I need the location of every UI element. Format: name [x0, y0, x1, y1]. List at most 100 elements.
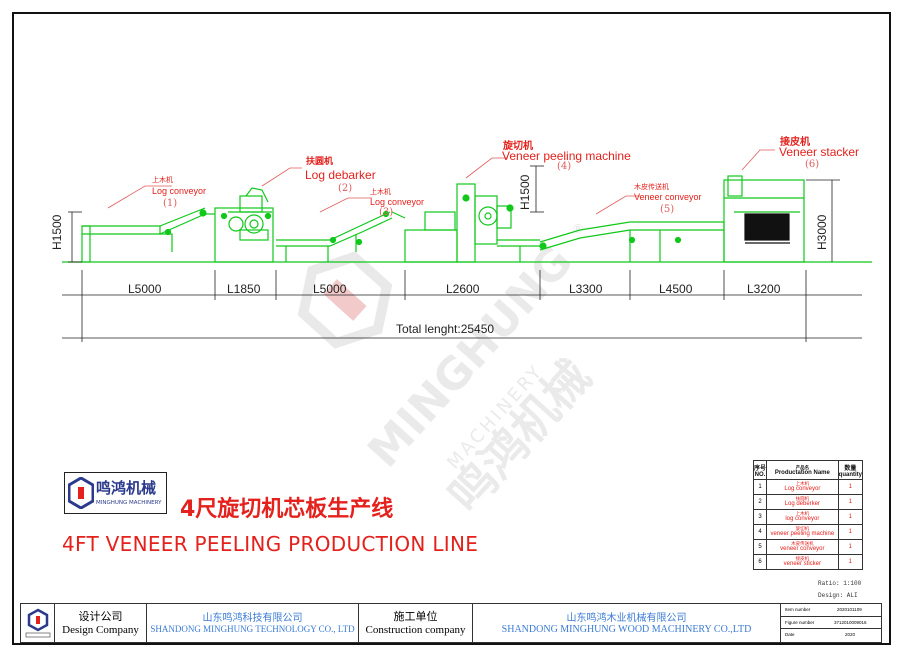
design-company-name-en: SHANDONG MINGHUNG TECHNOLOGY CO., LTD	[150, 624, 355, 634]
machine-veneer-peeling	[404, 183, 540, 263]
row-name-en: Log deberker	[784, 501, 821, 507]
label-veneer-conveyor-num: (5)	[660, 204, 675, 215]
label-log-debarker-en: Log debarker	[305, 168, 376, 182]
label-peeling-cn: 旋切机	[503, 141, 533, 152]
row-name-en: veneer sticker	[783, 561, 822, 567]
label-peeling-num: (4)	[557, 161, 572, 172]
title-cn: 4尺旋切机芯板生产线	[180, 497, 394, 522]
logo-name-cn: 鸣鸿机械	[96, 479, 157, 497]
construction-cn: 施工单位	[393, 611, 438, 623]
dim-l1850: L1850	[227, 282, 261, 296]
parts-header-name: 产品名 Productation Name	[766, 460, 839, 480]
label-veneer-conveyor-en: Veneer conveyor	[634, 192, 702, 202]
label-peeling-en: Veneer peeling machine	[502, 149, 631, 163]
row-qty: 1	[837, 479, 864, 495]
row-no: 4	[753, 524, 767, 540]
parts-table: 序号 NO. 产品名 Productation Name 数量 quantity…	[753, 460, 864, 570]
height-label-peeling: H1500	[518, 174, 532, 210]
design-company-name-cn: 山东鸣鸿科技有限公司	[202, 613, 303, 624]
row-no: 2	[753, 494, 767, 510]
row-name-cn: 旋切机	[795, 526, 810, 531]
parts-header-qty: 数量 quantity	[837, 460, 864, 480]
label-veneer-conveyor-cn: 木皮传送机	[634, 184, 669, 191]
length-dimension-lines	[62, 270, 862, 342]
row-name-en: veneer conveyor	[780, 546, 825, 552]
label-log-conveyor-cn: 上木机	[152, 177, 173, 184]
dim-l3300: L3300	[569, 282, 603, 296]
height-label-stacker: H3000	[815, 214, 829, 250]
design-company-label: 设计公司 Design Company	[55, 604, 147, 642]
row-name-cn: 扶圆机	[795, 496, 810, 501]
construction-name-en: SHANDONG MINGHUNG WOOD MACHINERY CO.,LTD	[501, 624, 752, 635]
title-block-info: Item number 2020101109 Figure number 371…	[781, 604, 881, 642]
title-block: 设计公司 Design Company 山东鸣鸿科技有限公司 SHANDONG …	[20, 603, 882, 643]
ratio-note: Ratio: 1:100	[818, 580, 862, 587]
row-name-cn: 木皮传送机	[791, 541, 814, 546]
label-log-debarker-num: (2)	[338, 183, 353, 194]
logo-name-en: MINGHUNG MACHINERY	[96, 500, 162, 506]
row-no: 6	[753, 554, 767, 570]
row-qty: 1	[837, 524, 864, 540]
dim-l3200: L3200	[747, 282, 781, 296]
construction-en: Construction company	[365, 624, 466, 636]
design-company-en: Design Company	[62, 624, 139, 636]
figure-number-row: Figure number 3712010009016	[781, 617, 881, 630]
label-log-conveyor-en: Log conveyor	[152, 186, 207, 196]
figure-number-label: Figure number	[785, 619, 815, 625]
row-name-cn: 接皮机	[795, 556, 810, 561]
row-qty: 1	[837, 494, 864, 510]
label-stacker-en: Veneer stacker	[779, 145, 860, 159]
drawing-frame	[12, 12, 891, 645]
minghung-small-logo-icon	[25, 608, 51, 638]
parts-header-no: 序号 NO.	[753, 460, 767, 480]
row-name-en: log conveyor	[785, 516, 820, 522]
label-leaders	[107, 149, 775, 215]
machine-log-conveyor-1	[81, 207, 215, 263]
row-name-cn: 上木机	[795, 511, 810, 516]
label-log-conveyor2-cn: 上木机	[370, 189, 391, 196]
design-note: Design: ALI	[818, 592, 858, 599]
item-number-label: Item number	[785, 607, 811, 612]
title-en: 4FT VENEER PEELING PRODUCTION LINE	[62, 532, 479, 556]
label-stacker-num: (6)	[805, 159, 820, 170]
label-log-conveyor-num: (1)	[163, 198, 178, 209]
label-log-conveyor2-en: Log conveyor	[370, 197, 425, 207]
date-row: Date 2020	[781, 629, 881, 642]
machine-veneer-conveyor	[539, 221, 725, 262]
machine-log-debarker	[214, 187, 274, 263]
design-company-cn: 设计公司	[78, 611, 123, 623]
label-stacker-cn: 接皮机	[780, 137, 810, 148]
row-qty: 1	[837, 539, 864, 555]
total-length: Total lenght:25450	[396, 322, 495, 336]
construction-name: 山东鸣鸿木业机械有限公司 SHANDONG MINGHUNG WOOD MACH…	[473, 604, 781, 642]
row-no: 1	[753, 479, 767, 495]
figure-number-value: 3712010009016	[834, 619, 867, 625]
dim-l5000-b: L5000	[313, 282, 347, 296]
construction-label: 施工单位 Construction company	[359, 604, 473, 642]
machine-veneer-stacker	[723, 175, 805, 263]
design-company-name: 山东鸣鸿科技有限公司 SHANDONG MINGHUNG TECHNOLOGY …	[147, 604, 359, 642]
row-name-en: veneer peeling machine	[770, 531, 835, 537]
dim-l2600: L2600	[446, 282, 480, 296]
label-log-conveyor2-num: (3)	[379, 207, 394, 218]
watermark-logo-icon	[297, 251, 393, 349]
item-number-row: Item number 2020101109	[781, 604, 881, 617]
row-no: 3	[753, 509, 767, 525]
row-qty: 1	[837, 509, 864, 525]
machine-log-conveyor-2	[276, 210, 406, 262]
minghung-logo-icon	[68, 477, 94, 509]
label-log-debarker-cn: 扶圆机	[306, 156, 334, 166]
dim-l4500: L4500	[659, 282, 693, 296]
date-value: 2020	[845, 632, 856, 638]
title-block-logo	[21, 604, 55, 642]
